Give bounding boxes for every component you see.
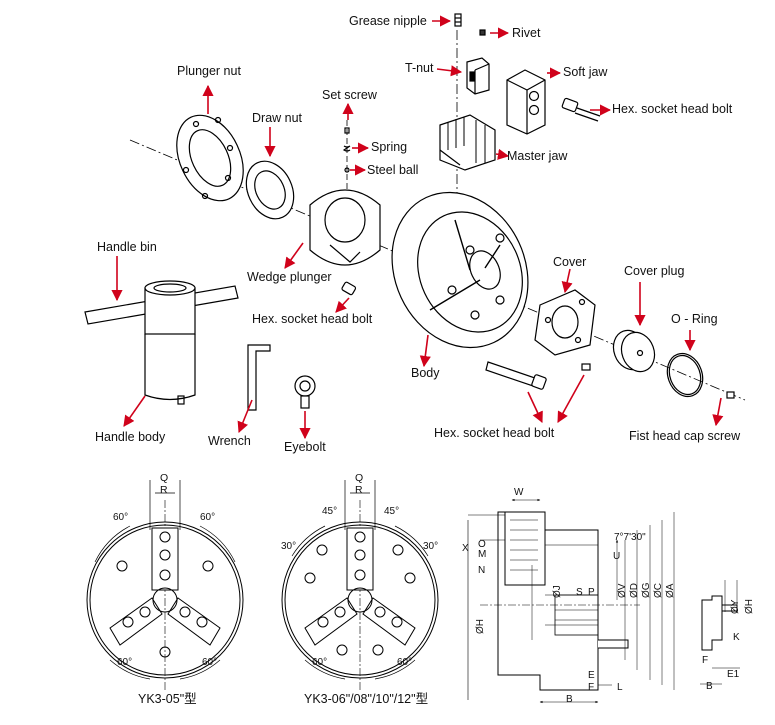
dim-b: B (566, 694, 573, 705)
angle-right-tl: 45° (322, 506, 338, 517)
dim-jaw-y: ØY (730, 599, 741, 614)
label-steel-ball: Steel ball (367, 163, 419, 177)
handle-part (84, 280, 239, 405)
angle-left-bl: 60° (117, 657, 133, 668)
section-view (467, 498, 675, 704)
dim-d: ØD (629, 583, 640, 598)
body-part (391, 191, 529, 349)
dim-f: F (588, 682, 595, 693)
front-view-left (86, 480, 244, 690)
dim-m: M (478, 549, 487, 560)
front-view-right (281, 480, 439, 690)
rivet-part (479, 29, 486, 36)
hex-bolt-bottom-part (485, 361, 591, 390)
angle-right-l: 30° (281, 541, 297, 552)
label-wrench: Wrench (208, 434, 251, 448)
angle-left-tr: 60° (200, 512, 216, 523)
angle-right-bl: 60° (312, 657, 328, 668)
label-hex-bolt-top: Hex. socket head bolt (612, 102, 733, 116)
dim-jaw-k: K (733, 632, 740, 643)
label-arrows (111, 15, 724, 440)
cap-screw-part (726, 391, 735, 399)
label-t-nut: T-nut (405, 61, 434, 75)
label-rivet: Rivet (512, 26, 541, 40)
label-soft-jaw: Soft jaw (563, 65, 608, 79)
dim-n: N (478, 565, 486, 576)
master-jaw-part (439, 114, 496, 171)
t-nut-part (466, 57, 490, 95)
dim-p: P (588, 587, 595, 598)
label-master-jaw: Master jaw (507, 149, 568, 163)
caption-left: YK3-05"型 (138, 692, 197, 706)
dim-s: S (576, 587, 583, 598)
dim-o: O (478, 539, 486, 550)
angle-left-tl: 60° (113, 512, 129, 523)
angle-right-br: 60° (397, 657, 413, 668)
dim-jaw-e1: E1 (727, 669, 740, 680)
dim-l: L (617, 682, 623, 693)
dim-j: ØJ (552, 585, 563, 598)
label-cover: Cover (553, 255, 587, 269)
dim-angle: 7°7'30" (614, 532, 646, 543)
dim-r-left: R (160, 484, 168, 496)
exploded-view (84, 13, 746, 411)
angle-right-r: 30° (423, 541, 439, 552)
dim-jaw-f: F (702, 655, 709, 666)
label-body: Body (411, 366, 440, 380)
label-handle-bin: Handle bin (97, 240, 157, 254)
label-eyebolt: Eyebolt (284, 440, 326, 454)
label-plunger-nut: Plunger nut (177, 64, 241, 78)
set-screw-part (344, 127, 350, 134)
label-cover-plug: Cover plug (624, 264, 685, 278)
label-fist-head-cap-screw: Fist head cap screw (629, 429, 741, 443)
cover-plug-part (612, 329, 656, 373)
label-wedge-plunger: Wedge plunger (247, 270, 332, 284)
label-draw-nut: Draw nut (252, 111, 303, 125)
label-grease-nipple: Grease nipple (349, 14, 427, 28)
dim-e: E (588, 670, 595, 681)
label-hex-bolt-mid: Hex. socket head bolt (252, 312, 373, 326)
dim-r-right: R (355, 484, 363, 496)
dim-a: ØA (665, 583, 676, 598)
label-hex-bolt-bottom: Hex. socket head bolt (434, 426, 555, 440)
spring-part (342, 145, 351, 152)
jaw-side-view (700, 580, 740, 685)
label-set-screw: Set screw (322, 88, 377, 102)
dim-u: U (613, 551, 621, 562)
o-ring-part (666, 352, 704, 398)
wedge-plunger-part (309, 189, 381, 266)
dim-v: ØV (617, 583, 628, 598)
hex-bolt-mid-part (341, 281, 357, 296)
caption-right: YK3-06"/08"/10"/12"型 (304, 692, 429, 706)
grease-nipple-part (454, 13, 462, 27)
dim-g: ØG (641, 582, 652, 598)
dim-jaw-h: ØH (744, 599, 755, 614)
dim-q-left: Q (160, 472, 169, 484)
label-o-ring: O - Ring (671, 312, 718, 326)
plunger-nut-part (176, 114, 244, 202)
draw-nut-part (245, 160, 295, 220)
angle-left-br: 60° (202, 657, 218, 668)
steel-ball-part (344, 167, 350, 173)
soft-jaw-part (506, 69, 546, 135)
hex-bolt-top-part (561, 97, 601, 122)
label-handle-body: Handle body (95, 430, 166, 444)
angle-right-tr: 45° (384, 506, 400, 517)
dim-c: ØC (653, 583, 664, 598)
dim-h: ØH (475, 619, 486, 634)
cover-part (534, 289, 596, 356)
eyebolt-part (294, 375, 316, 409)
dim-q-right: Q (355, 472, 364, 484)
dim-w: W (514, 487, 524, 498)
dim-x: X (462, 543, 469, 554)
label-spring: Spring (371, 140, 408, 154)
dim-jaw-b: B (706, 681, 713, 692)
